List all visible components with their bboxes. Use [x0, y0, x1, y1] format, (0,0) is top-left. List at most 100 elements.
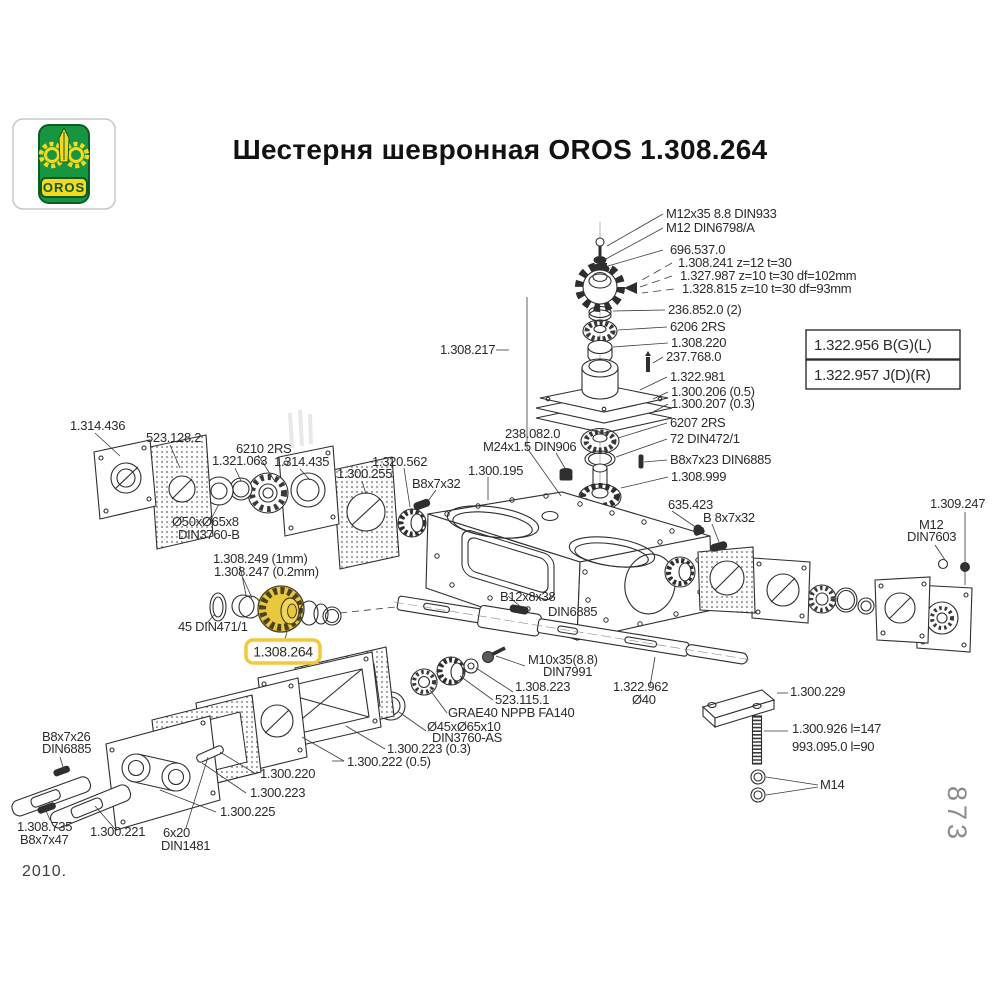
part-labels: M12x35 8.8 DIN933 M12 DIN6798/A 696.537.… — [17, 206, 986, 853]
part-label: 1.308.247 (0.2mm) — [214, 564, 319, 579]
part-label: 993.095.0 l=90 — [792, 739, 874, 754]
right-cover-stack — [664, 524, 973, 653]
part-label: 1.300.229 — [790, 684, 845, 699]
shaft-1300221 — [49, 784, 132, 829]
part-label: 1.308.220 — [671, 335, 726, 350]
gasket-523128 — [149, 434, 214, 550]
part-label: B8x7x23 DIN6885 — [670, 452, 771, 467]
shaft-1308735 — [11, 776, 92, 817]
tension-bar-assembly — [701, 689, 776, 803]
part-label: 1.300.220 — [260, 766, 315, 781]
shim-1308249 — [231, 594, 255, 618]
bearing-grae40 — [410, 668, 438, 696]
part-label: 1.327.987 z=10 t=30 df=102mm — [680, 268, 856, 283]
ref-boxes: 1.322.956 B(G)(L) 1.322.957 J(D)(R) — [805, 329, 961, 390]
part-label: 1.300.223 — [250, 785, 305, 800]
part-label: 1.300.222 (0.5) — [347, 754, 431, 769]
logo-brand-text: OROS — [43, 180, 85, 195]
gear-right — [664, 556, 696, 588]
part-label: GRAE40 NPPB FA140 — [448, 705, 574, 720]
part-label: DIN3760-AS — [432, 730, 503, 745]
snap-ring-45 — [322, 606, 342, 626]
washer-1308223 — [463, 658, 479, 674]
spacer-after-gear-2 — [313, 603, 329, 625]
part-label: 1.320.562 — [372, 454, 427, 469]
ref-box-2 — [805, 359, 961, 390]
bolt-m12x35 — [595, 237, 605, 256]
part-label: 1.314.435 — [274, 454, 329, 469]
gear-corn-icon — [38, 126, 90, 169]
plate-1314435 — [278, 445, 340, 537]
oros-logo-art: OROS — [12, 118, 116, 210]
part-label: 1.314.436 — [70, 418, 125, 433]
key-b8x7x26 — [53, 765, 70, 777]
bearing-6207 — [580, 427, 620, 455]
part-label: DIN1481 — [161, 838, 210, 853]
part-label: M12 DIN6798/A — [666, 220, 755, 235]
plate-right-1 — [751, 557, 811, 624]
bearing-6206 — [582, 319, 618, 343]
part-label: DIN6885 — [548, 604, 597, 619]
part-label: 696.537.0 — [670, 242, 725, 257]
o-ring-right-inner — [836, 589, 856, 611]
plug-m24-din906 — [559, 467, 573, 481]
plate-1314436 — [93, 439, 157, 520]
bar-1300229 — [701, 689, 776, 729]
part-label: B12x8x38 — [500, 589, 555, 604]
ref-box-1-label: 1.322.956 B(G)(L) — [814, 337, 932, 354]
part-label: B8x7x26 — [42, 729, 91, 744]
pin-2377680 — [645, 351, 651, 372]
part-label: 1.300.225 — [220, 804, 275, 819]
watermark-smudge — [288, 409, 313, 449]
part-label: Ø40 — [632, 692, 656, 707]
part-label: 1.322.981 — [670, 369, 725, 384]
bearing-6210 — [247, 472, 289, 514]
part-label: 1.300.206 (0.5) — [671, 384, 755, 399]
pin-6x20 — [196, 745, 224, 763]
part-label: Ø50xØ65x8 — [172, 514, 239, 529]
gasket-1300255 — [332, 456, 400, 570]
part-label: M12x35 8.8 DIN933 — [666, 206, 777, 221]
gasket-right — [697, 546, 756, 614]
page-title: Шестерня шевронная OROS 1.308.264 — [232, 134, 768, 165]
part-label: 6207 2RS — [670, 415, 726, 430]
ref-box-1 — [805, 329, 961, 360]
part-label: Ø45xØ65x10 — [427, 719, 501, 734]
ring-right-small — [857, 597, 875, 615]
oros-logo: OROS — [12, 118, 116, 215]
part-label: M14 — [820, 777, 844, 792]
part-label: 6206 2RS — [670, 319, 726, 334]
part-label: 1.322.962 — [613, 679, 668, 694]
part-label: 1.300.255 — [337, 466, 392, 481]
key-b8x7x47 — [37, 802, 56, 814]
part-label: 523.128.2 — [146, 430, 201, 445]
part-label: 6x20 — [163, 825, 190, 840]
shim-ring-inner — [212, 596, 224, 618]
plate-right-2 — [874, 576, 931, 644]
part-label: 6210 2RS — [236, 441, 292, 456]
chevron-gear-assembly — [209, 585, 415, 633]
nut-m14-upper — [750, 769, 766, 785]
part-label: 523.115.1 — [495, 692, 549, 707]
screw-m10x35 — [482, 646, 506, 663]
shim-ring-outer — [209, 592, 227, 622]
sprocket — [575, 262, 625, 312]
part-label: 1.328.815 z=10 t=30 df=93mm — [682, 281, 851, 296]
part-label: 1.308.735 — [17, 819, 72, 834]
part-label: B 8x7x32 — [703, 510, 755, 525]
main-shaft-1322962 — [393, 595, 752, 665]
part-label: B8x7x47 — [20, 832, 69, 847]
part-label: 1.309.247 — [930, 496, 985, 511]
part-label: 1.308.249 (1mm) — [213, 551, 308, 566]
highlight-box: 1.308.264 — [244, 638, 322, 665]
key-b8x7x23 — [638, 454, 644, 469]
key-b8x7x32-left — [413, 498, 431, 511]
part-label: 1.308.223 — [515, 679, 570, 694]
part-label: DIN3760-B — [178, 527, 240, 542]
part-label: 72 DIN472/1 — [670, 431, 740, 446]
part-label: 237.768.0 — [666, 349, 721, 364]
top-shaft-assembly — [535, 222, 673, 511]
highlighted-part-number: 1.308.264 — [253, 644, 313, 660]
lock-washer — [593, 256, 607, 264]
